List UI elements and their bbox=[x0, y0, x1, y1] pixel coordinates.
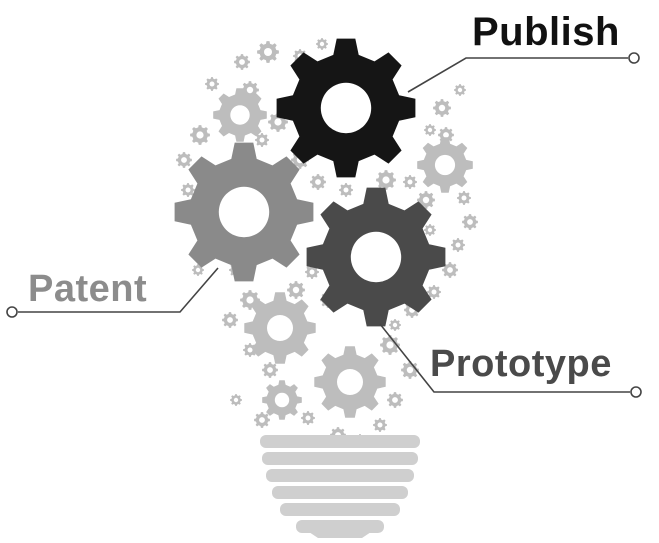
prototype-label: Prototype bbox=[430, 343, 612, 385]
gear-icon bbox=[373, 418, 387, 432]
connector-dot-icon bbox=[630, 386, 642, 398]
publish-gear-icon bbox=[276, 38, 416, 178]
gear-icon bbox=[433, 99, 451, 117]
patent-gear-icon bbox=[174, 142, 314, 282]
gear-icon bbox=[401, 361, 419, 379]
gear-icon bbox=[417, 137, 473, 193]
gear-icon bbox=[240, 290, 260, 310]
gear-icon bbox=[316, 38, 328, 50]
gear-icon bbox=[454, 84, 466, 96]
publish-label: Publish bbox=[472, 10, 620, 54]
gear-icon bbox=[230, 394, 242, 406]
gear-icon bbox=[262, 380, 302, 420]
gear-icon bbox=[387, 392, 403, 408]
connector-lines bbox=[6, 52, 642, 398]
lightbulb-base-icon bbox=[260, 435, 420, 538]
gear-icon bbox=[262, 362, 278, 378]
gear-icon bbox=[339, 183, 353, 197]
gear-icon bbox=[301, 411, 315, 425]
gear-icon bbox=[451, 238, 465, 252]
gear-icon bbox=[257, 41, 279, 63]
gear-icon bbox=[380, 335, 400, 355]
prototype-connector-line bbox=[379, 323, 630, 393]
gear-icon bbox=[222, 312, 238, 328]
main-gears bbox=[174, 38, 446, 327]
gear-icon bbox=[403, 175, 417, 189]
gear-icon bbox=[190, 125, 210, 145]
gear-icon bbox=[427, 285, 441, 299]
publish-connector-line bbox=[407, 57, 628, 93]
gear-icon bbox=[457, 191, 471, 205]
gear-icon bbox=[181, 183, 195, 197]
gear-icon bbox=[243, 343, 257, 357]
patent-label: Patent bbox=[28, 268, 148, 310]
gear-icon bbox=[424, 224, 436, 236]
gear-icon bbox=[241, 81, 259, 99]
gear-icon bbox=[462, 214, 478, 230]
connector-dot-icon bbox=[6, 306, 18, 318]
gear-icon bbox=[389, 319, 401, 331]
gear-icon bbox=[376, 170, 396, 190]
gear-icon bbox=[255, 133, 269, 147]
prototype-gear-icon bbox=[306, 187, 446, 327]
gear-icon bbox=[314, 346, 386, 418]
gear-icon bbox=[287, 281, 305, 299]
gear-icon bbox=[442, 262, 458, 278]
gear-icon bbox=[213, 88, 267, 142]
gear-icon bbox=[244, 292, 316, 364]
gear-icon bbox=[424, 124, 436, 136]
gear-icon bbox=[305, 265, 319, 279]
gear-icon bbox=[205, 77, 219, 91]
connector-dot-icon bbox=[628, 52, 640, 64]
gear-icon bbox=[254, 412, 270, 428]
patent-connector-line bbox=[18, 267, 219, 313]
gear-icon bbox=[310, 174, 326, 190]
gear-icon bbox=[234, 54, 250, 70]
gear-icon bbox=[176, 152, 192, 168]
